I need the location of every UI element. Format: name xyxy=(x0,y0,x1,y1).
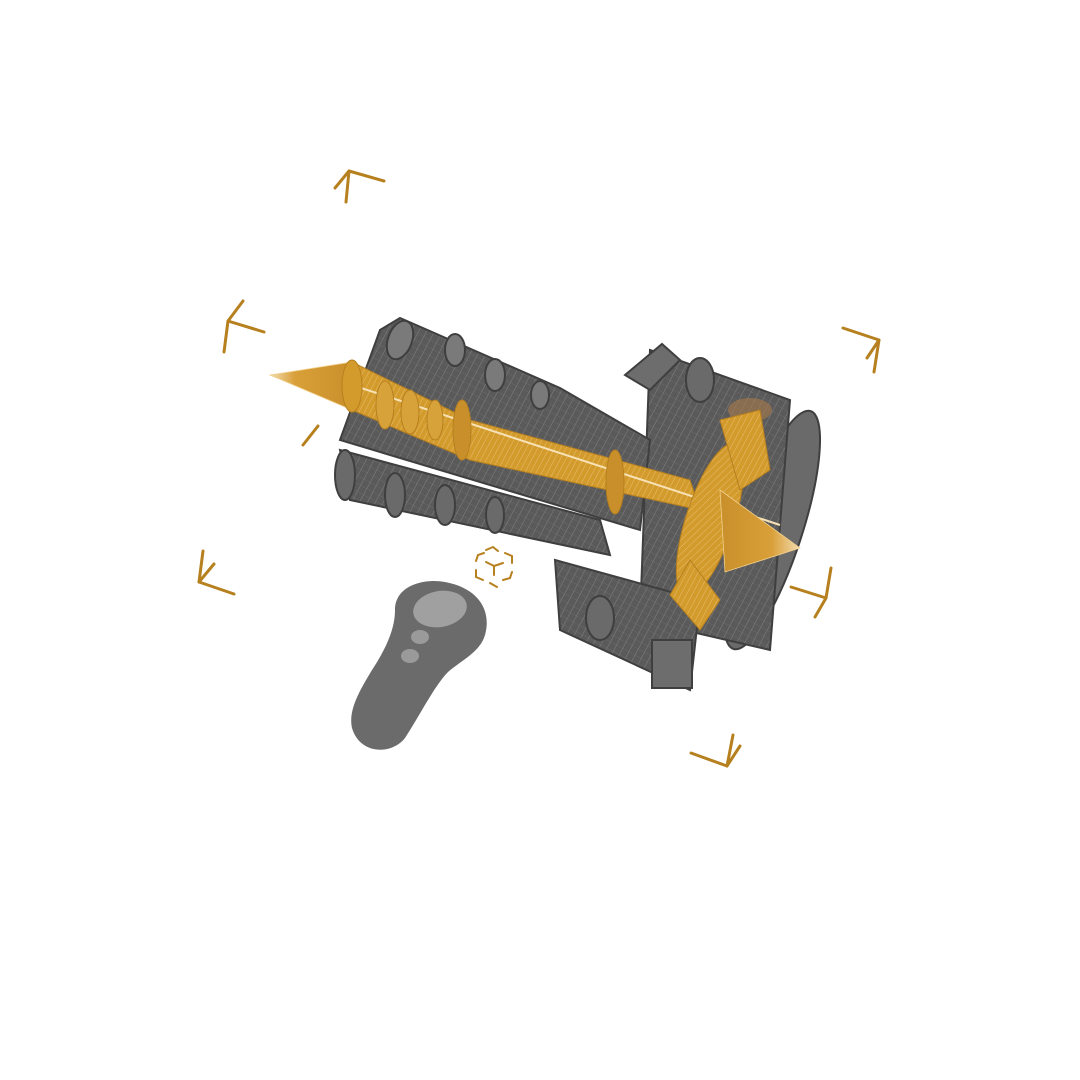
corner-marker-top[interactable] xyxy=(333,169,386,204)
corner-marker-inner-left[interactable] xyxy=(301,424,320,447)
corner-marker-upper-right[interactable] xyxy=(841,326,881,374)
vr-controller-icon[interactable] xyxy=(351,580,487,750)
jet-engine-model[interactable] xyxy=(268,316,839,692)
controller-button-home[interactable] xyxy=(401,649,419,663)
controller-button-app[interactable] xyxy=(411,630,429,644)
bounding-box-corner-icons xyxy=(197,169,881,768)
controller-touchpad[interactable] xyxy=(410,587,469,632)
3d-cube-cursor-icon[interactable] xyxy=(475,545,513,588)
corner-marker-bottom[interactable] xyxy=(689,733,742,768)
corner-marker-lower-left[interactable] xyxy=(197,549,236,596)
corner-marker-upper-left[interactable] xyxy=(222,299,266,354)
engine-shaft xyxy=(268,359,801,631)
corner-marker-right[interactable] xyxy=(789,566,833,619)
